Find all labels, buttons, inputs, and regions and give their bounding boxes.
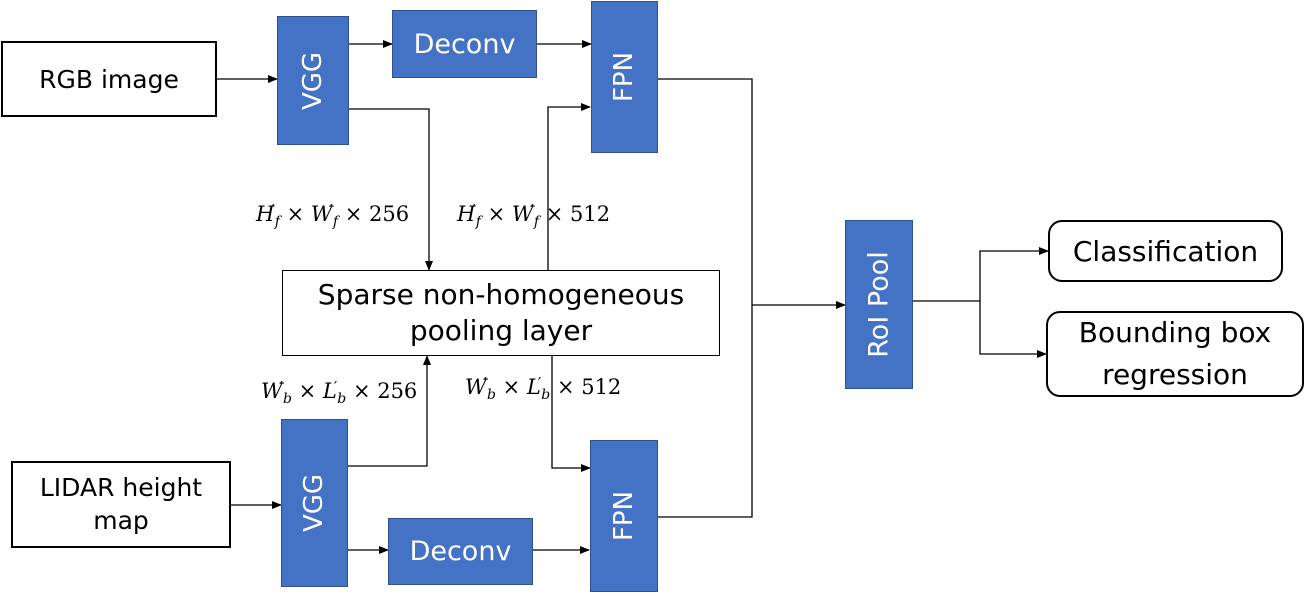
arrow-roi-to-bbox [979,301,1047,358]
sparse-pooling-layer-box: Sparse non-homogeneous pooling layer [282,270,720,356]
fpn-bottom-label: FPN [609,490,639,542]
lidar-height-map-box: LIDAR height map [11,461,231,548]
lidar-label-line2: map [93,505,149,535]
rgb-image-box: RGB image [1,41,217,117]
deconv-bottom-block: Deconv [388,518,533,585]
deconv-top-block: Deconv [392,10,537,78]
rgb-image-label: RGB image [39,64,179,94]
arrow-vgg-to-pooling-bottom [348,355,431,467]
fpn-top-block: FPN [591,1,658,153]
roi-pool-block: RoI Pool [845,220,913,389]
bbox-label-line1: Bounding box [1078,316,1272,349]
dim-label-rgb-256: H′f × W′f × 256 [256,201,410,230]
deconv-bottom-label: Deconv [409,536,512,567]
vgg-bottom-label: VGG [299,473,330,533]
deconv-top-label: Deconv [413,28,516,60]
roi-pool-label: RoI Pool [863,251,895,358]
arrow-roi-to-classification [979,247,1049,301]
bbox-label-line2: regression [1102,358,1248,391]
arrow-pooling-to-fpn-top [547,103,591,270]
line-fpn-bottom-merge [658,305,753,518]
vgg-top-block: VGG [277,16,349,145]
classification-box: Classification [1048,220,1283,282]
line-fpn-top-merge [658,78,753,305]
fpn-top-label: FPN [609,51,640,103]
classification-label: Classification [1072,234,1259,268]
dim-label-rgb-512: H′f × W′f × 512 [457,201,611,230]
bbox-regression-box: Bounding box regression [1046,311,1304,397]
vgg-top-label: VGG [298,51,328,110]
pooling-label-line2: pooling layer [409,314,593,347]
arrow-pooling-to-fpn-bottom [551,356,591,472]
vgg-bottom-block: VGG [281,419,348,587]
fpn-bottom-block: FPN [590,440,658,592]
dim-label-lidar-512: W′b × L′b × 512 [465,374,622,403]
pooling-label-line1: Sparse non-homogeneous [317,277,685,311]
lidar-label-line1: LIDAR height [39,473,203,502]
arrow-vgg-to-pooling [349,108,433,271]
dim-label-lidar-256: W′b × L′b × 256 [261,378,418,407]
